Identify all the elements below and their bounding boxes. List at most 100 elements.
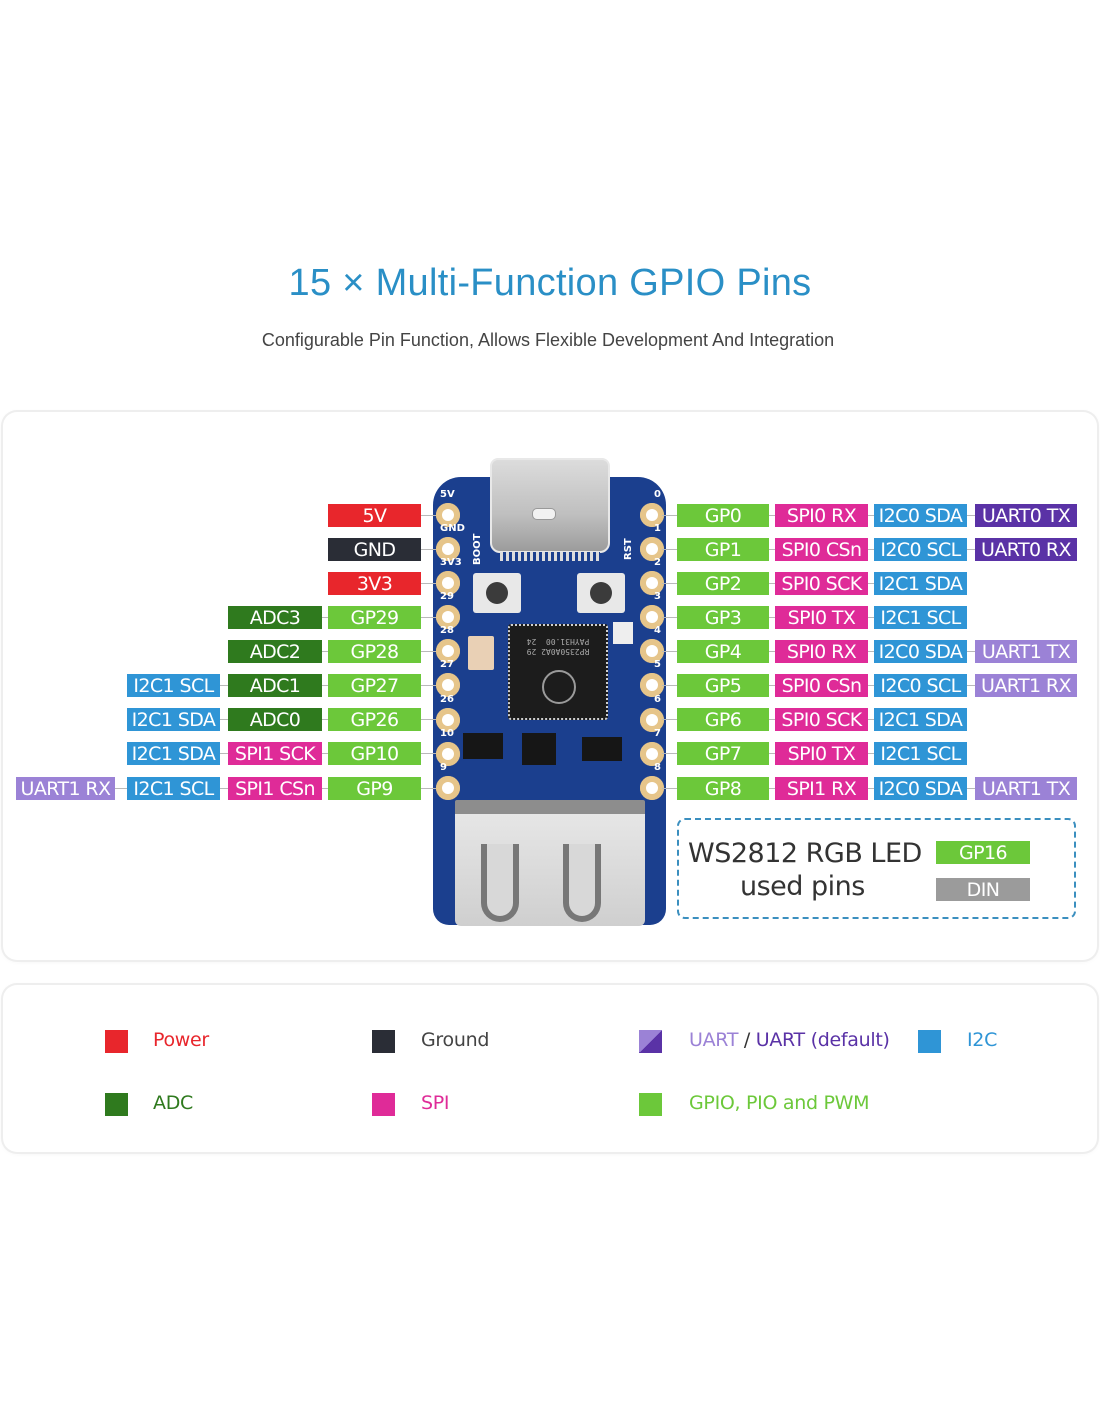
pin-label: GP7 xyxy=(677,742,769,765)
connector-line xyxy=(868,651,874,652)
connector-line xyxy=(220,719,228,720)
chip-marking: RP2350A0A2 29 PAYH31.00 24 xyxy=(526,637,590,656)
connector-line xyxy=(868,515,874,516)
connector-line xyxy=(662,719,677,720)
connector-line xyxy=(769,685,775,686)
ws2812-info-box xyxy=(677,818,1076,919)
reset-silk-label: RST xyxy=(623,538,634,560)
function-label-i2c: I2C1 SDA xyxy=(127,742,220,765)
function-label-i2c: I2C0 SDA xyxy=(874,777,967,800)
page-subtitle: Configurable Pin Function, Allows Flexib… xyxy=(261,330,835,350)
silk-label-left: 26 xyxy=(440,694,454,705)
connector-line xyxy=(662,651,677,652)
legend-label-uart-default-part: UART (default) xyxy=(755,1029,890,1051)
pin-pad-right xyxy=(640,708,664,732)
connector-line xyxy=(421,788,436,789)
legend-label-i2c: I2C xyxy=(967,1029,998,1051)
legend-label-uart-part: UART xyxy=(689,1029,739,1051)
usb-a-contact xyxy=(481,844,519,922)
connector-line xyxy=(421,651,436,652)
raspberry-logo-icon xyxy=(542,670,576,704)
pin-label: GP26 xyxy=(328,708,421,731)
legend-swatch-uart-icon xyxy=(639,1030,662,1053)
pin-pad-left xyxy=(436,503,460,527)
silk-label-right: 6 xyxy=(654,694,661,705)
connector-line xyxy=(115,788,127,789)
function-label-uart: UART1 TX xyxy=(975,640,1077,663)
connector-line xyxy=(868,583,874,584)
connector-line xyxy=(322,617,328,618)
connector-line xyxy=(421,685,436,686)
pin-label: GP4 xyxy=(677,640,769,663)
silk-label-right: 8 xyxy=(654,762,661,773)
silk-label-left: 27 xyxy=(440,659,454,670)
boot-silk-label: BOOT xyxy=(472,533,483,565)
silk-label-right: 5 xyxy=(654,659,661,670)
pin-pad-right xyxy=(640,571,664,595)
function-label-i2c: I2C1 SDA xyxy=(874,708,967,731)
pin-pad-left xyxy=(436,776,460,800)
function-label-spi: SPI1 SCK xyxy=(228,742,322,765)
pin-pad-right xyxy=(640,742,664,766)
function-label-uart_default: UART0 TX xyxy=(975,504,1077,527)
silk-label-right: 0 xyxy=(654,489,661,500)
pin-label: GP29 xyxy=(328,606,421,629)
connector-line xyxy=(769,753,775,754)
pin-label: GP10 xyxy=(328,742,421,765)
connector-line xyxy=(662,515,677,516)
silk-label-right: 7 xyxy=(654,728,661,739)
connector-line xyxy=(220,753,228,754)
connector-line xyxy=(322,719,328,720)
pin-pad-right xyxy=(640,639,664,663)
function-label-spi: SPI0 CSn xyxy=(775,674,868,697)
connector-line xyxy=(868,617,874,618)
connector-line xyxy=(220,788,228,789)
usb-c-slot xyxy=(532,508,556,520)
connector-line xyxy=(967,651,975,652)
connector-line xyxy=(769,788,775,789)
pin-pad-right xyxy=(640,605,664,629)
pin-label: GP2 xyxy=(677,572,769,595)
ws2812-subtitle: used pins xyxy=(740,871,865,902)
connector-line xyxy=(868,788,874,789)
ic-component xyxy=(582,737,622,761)
pin-pad-right xyxy=(640,673,664,697)
function-label-i2c: I2C0 SCL xyxy=(874,538,967,561)
legend-swatch-i2c-icon xyxy=(918,1030,941,1053)
function-label-spi: SPI0 CSn xyxy=(775,538,868,561)
connector-line xyxy=(769,549,775,550)
legend-label-adc: ADC xyxy=(153,1092,193,1114)
pin-label: GP9 xyxy=(328,777,421,800)
function-label-spi: SPI0 SCK xyxy=(775,708,868,731)
function-label-i2c: I2C1 SDA xyxy=(127,708,220,731)
pin-label: GP1 xyxy=(677,538,769,561)
connector-line xyxy=(769,583,775,584)
function-label-adc: ADC1 xyxy=(228,674,322,697)
pin-label: GP0 xyxy=(677,504,769,527)
crystal-component xyxy=(468,636,494,670)
boot-button-icon xyxy=(473,573,521,613)
silk-label-right: 4 xyxy=(654,625,661,636)
pin-label: GP27 xyxy=(328,674,421,697)
function-label-uart: UART1 RX xyxy=(16,777,115,800)
usb-a-contact xyxy=(563,844,601,922)
function-label-uart: UART1 TX xyxy=(975,777,1077,800)
silk-label-left: 10 xyxy=(440,728,454,739)
connector-line xyxy=(769,719,775,720)
function-label-uart_default: UART0 RX xyxy=(975,538,1077,561)
function-label-i2c: I2C0 SDA xyxy=(874,504,967,527)
page-title: 15 × Multi-Function GPIO Pins xyxy=(288,262,812,304)
connector-line xyxy=(322,651,328,652)
function-label-i2c: I2C0 SDA xyxy=(874,640,967,663)
legend-swatch-adc-icon xyxy=(105,1093,128,1116)
function-label-spi: SPI1 CSn xyxy=(228,777,322,800)
silk-label-left: 29 xyxy=(440,591,454,602)
pin-pad-right xyxy=(640,537,664,561)
usb-c-connector-icon xyxy=(490,458,610,561)
function-label-i2c: I2C1 SCL xyxy=(874,742,967,765)
function-label-i2c: I2C1 SDA xyxy=(874,572,967,595)
function-label-spi: SPI0 RX xyxy=(775,504,868,527)
function-label-i2c: I2C1 SCL xyxy=(127,777,220,800)
connector-line xyxy=(421,549,436,550)
pin-label: GP8 xyxy=(677,777,769,800)
